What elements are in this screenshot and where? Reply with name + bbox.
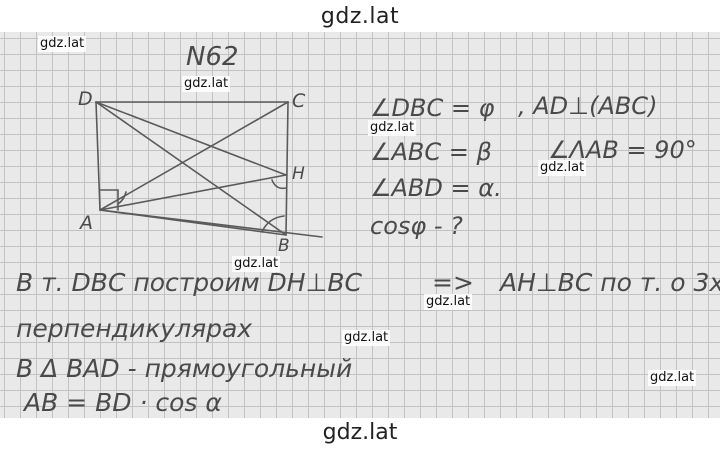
geometry-figure: [95, 101, 323, 238]
solution-line-4: AB = BD · cos α: [24, 388, 222, 417]
watermark-overlay: gdz.lat: [342, 330, 391, 346]
notebook-page: N62 D C A B H ∠DBC = φ , AD⊥(ABC) ∠ABC =…: [0, 32, 720, 418]
watermark-overlay: gdz.lat: [424, 294, 473, 310]
solution-line-1b: =>: [432, 268, 474, 297]
edge-DA: [95, 101, 101, 211]
solution-line-1c: AH⊥BC по т. о 3х: [500, 268, 720, 297]
watermark-overlay: gdz.lat: [182, 76, 231, 92]
vertex-label-A: A: [80, 212, 93, 234]
edge-DB: [95, 101, 287, 236]
given-line-4: cosφ - ?: [370, 212, 463, 240]
angle-arc-a: [117, 191, 127, 205]
watermark-overlay: gdz.lat: [232, 256, 281, 272]
watermark-overlay: gdz.lat: [538, 160, 587, 176]
given-line-2b: ∠ΛAB = 90°: [548, 136, 697, 164]
solution-line-2: перпендикулярах: [16, 314, 253, 343]
given-line-1b: , AD⊥(ABC): [518, 92, 658, 120]
watermark-bottom: gdz.lat: [322, 420, 398, 445]
vertex-label-C: C: [292, 90, 306, 112]
watermark-overlay: gdz.lat: [368, 120, 417, 136]
solution-line-1a: В т. DBC построим DH⊥BC: [16, 268, 362, 297]
edge-AB-ext: [99, 209, 323, 238]
given-line-3: ∠ABD = α.: [370, 174, 502, 202]
angle-arc-h: [271, 179, 287, 190]
edge-CB: [285, 101, 289, 236]
edge-AC: [99, 101, 289, 211]
given-line-1: ∠DBC = φ: [370, 94, 495, 122]
problem-number: N62: [186, 42, 239, 72]
solution-line-3: В Δ BAD - прямоугольный: [16, 354, 353, 383]
watermark-overlay: gdz.lat: [38, 36, 87, 52]
watermark-top: gdz.lat: [320, 4, 400, 29]
watermark-overlay: gdz.lat: [648, 370, 697, 386]
vertex-label-D: D: [78, 88, 93, 110]
given-line-2: ∠ABC = β: [370, 138, 492, 166]
angle-arc-b: [261, 215, 285, 233]
edge-AH: [99, 174, 287, 211]
vertex-label-H: H: [292, 164, 305, 184]
edge-DH: [95, 101, 287, 176]
vertex-label-B: B: [278, 236, 290, 256]
